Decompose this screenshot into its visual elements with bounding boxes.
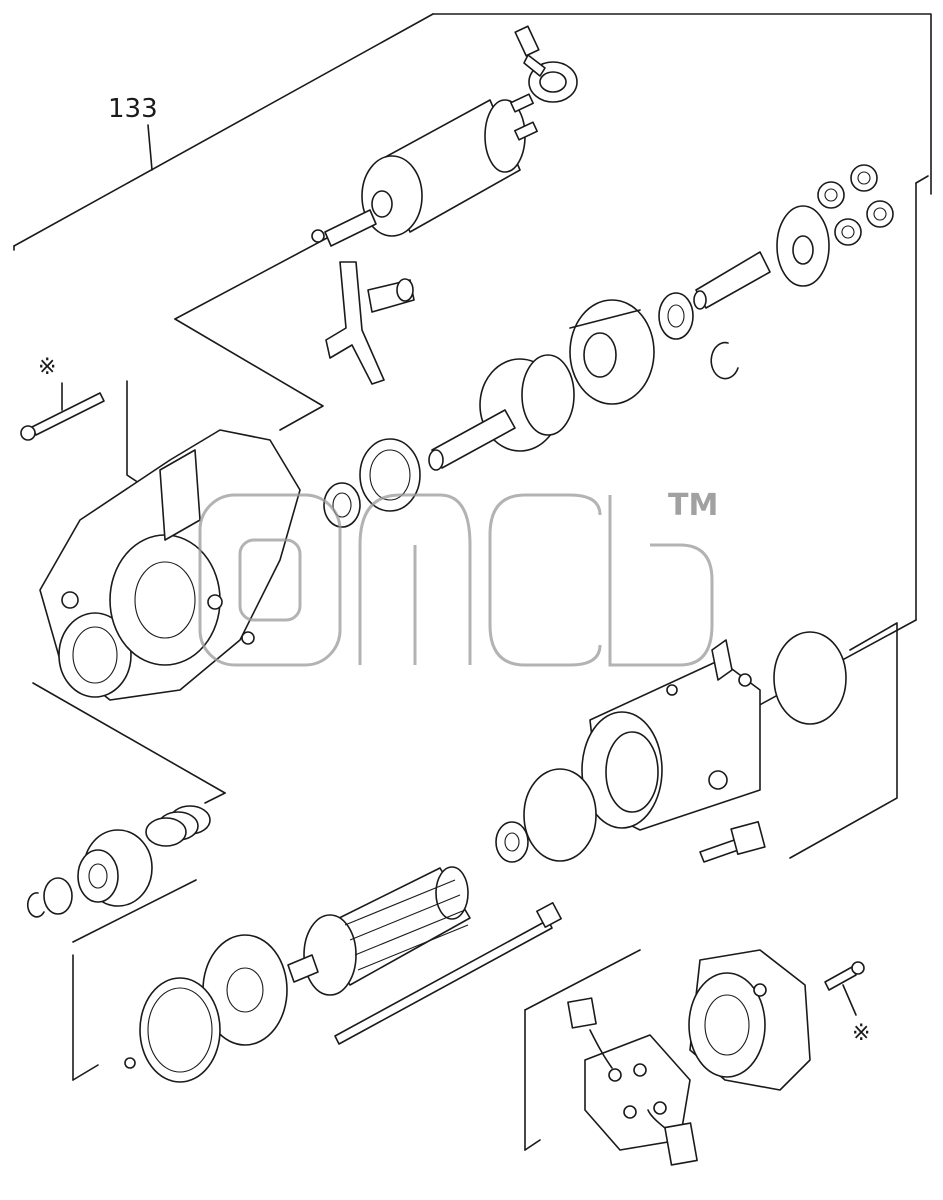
asterisk-marker-bottom: ※ xyxy=(852,1021,870,1046)
shift-lever xyxy=(325,261,415,385)
thrust-washer xyxy=(658,292,694,340)
solenoid-switch xyxy=(311,93,538,247)
armature xyxy=(287,866,471,996)
internal-gear-housing xyxy=(569,299,655,405)
yoke-assembly xyxy=(581,639,761,831)
rear-bolt xyxy=(824,961,865,1016)
trademark-mark: TM xyxy=(668,488,718,523)
brush-holder xyxy=(567,997,698,1166)
front-housing xyxy=(39,429,301,701)
gasket-right xyxy=(773,631,847,725)
retaining-clip xyxy=(710,341,739,380)
terminal-bushing xyxy=(699,821,766,863)
planet-carrier-shaft xyxy=(693,205,830,310)
overrunning-clutch xyxy=(428,354,575,471)
assembly-boundary xyxy=(13,13,932,1151)
through-bolt-long xyxy=(334,902,562,1045)
callout-133: 133 xyxy=(108,94,158,171)
small-ball xyxy=(124,1057,136,1069)
planetary-gears xyxy=(817,164,894,246)
terminal-connector xyxy=(514,25,578,103)
rear-end-frame xyxy=(688,949,811,1091)
bearing-front xyxy=(359,438,421,512)
bearing-rear xyxy=(495,821,529,863)
asterisk-marker-top: ※ xyxy=(38,355,56,380)
watermark: TM xyxy=(198,488,718,667)
gasket-left xyxy=(523,768,597,862)
pinion-gear xyxy=(77,829,153,907)
callout-number: 133 xyxy=(108,94,158,124)
stop-collar xyxy=(26,877,73,918)
through-bolt-top xyxy=(20,382,105,441)
seal-ring xyxy=(323,482,361,528)
return-spring xyxy=(145,805,211,847)
rear-seal xyxy=(139,977,221,1083)
